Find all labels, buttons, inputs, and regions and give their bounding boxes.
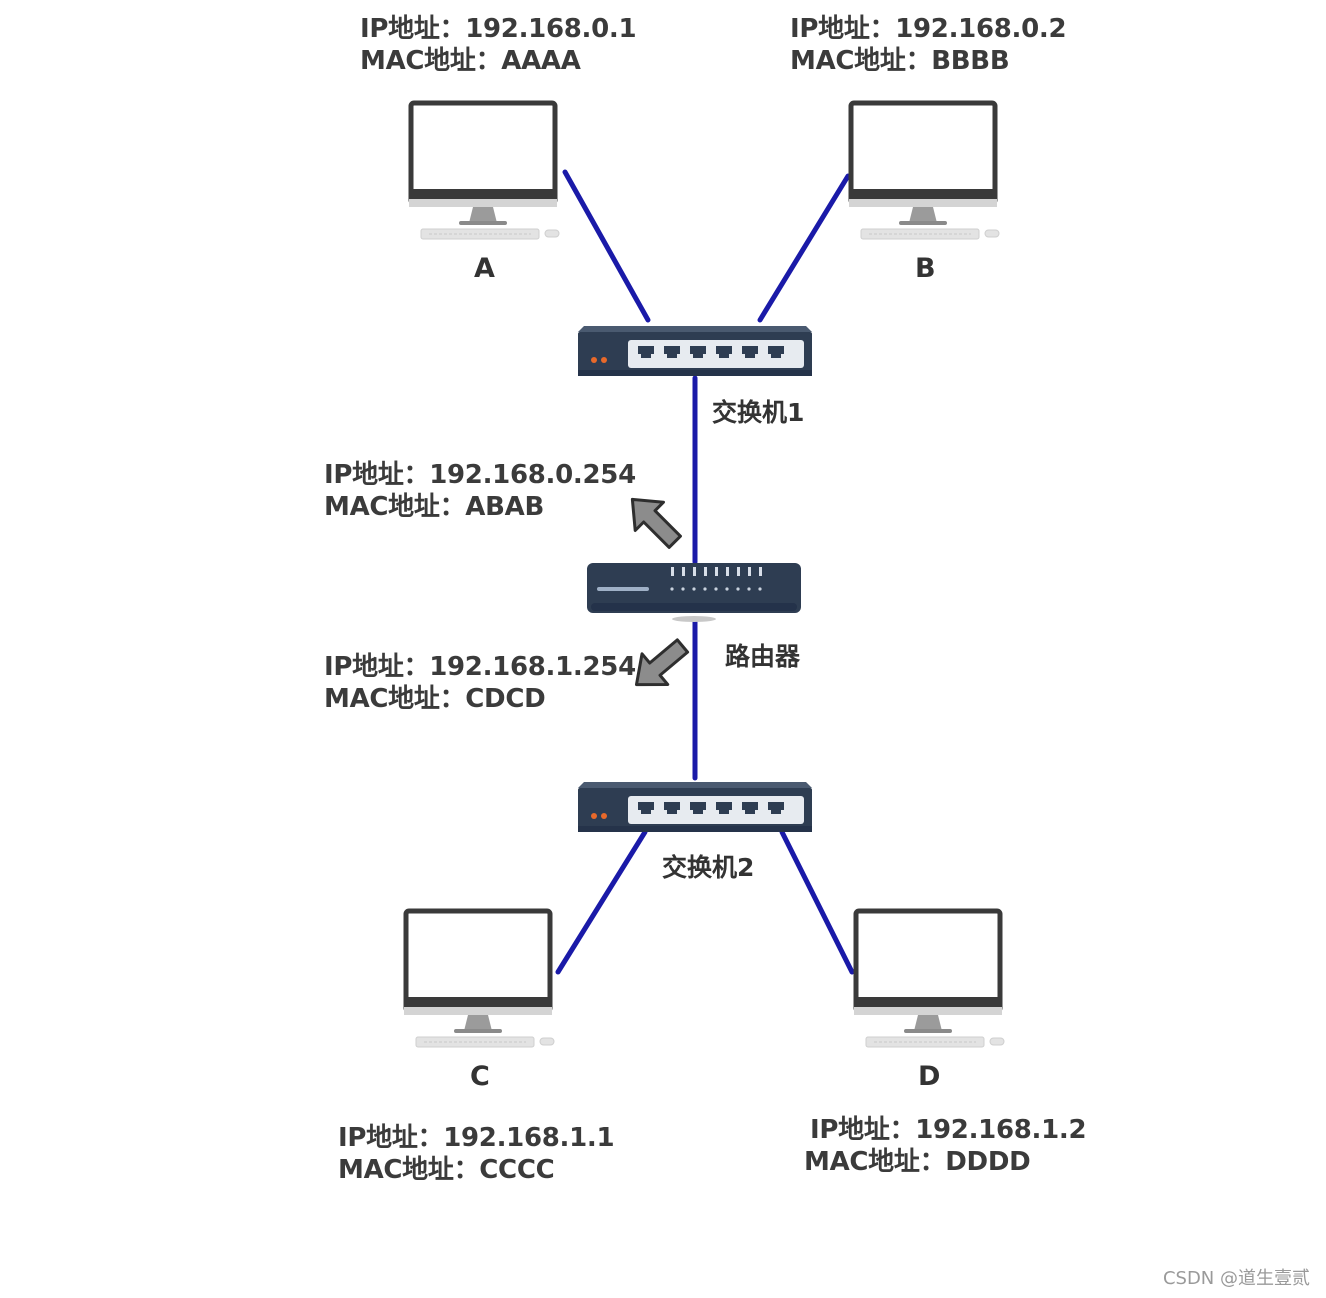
host-a-mac: MAC地址：AAAA — [360, 46, 581, 76]
host-b-ip: IP地址：192.168.0.2 — [790, 14, 1067, 44]
monitor-icon-a — [409, 103, 559, 239]
host-c-name: C — [470, 1061, 490, 1092]
monitor-icon-c — [404, 911, 554, 1047]
monitor-icon-b — [849, 103, 999, 239]
monitor-icon-d — [854, 911, 1004, 1047]
host-d-ip: IP地址：192.168.1.2 — [810, 1115, 1087, 1145]
link-switch2-c — [555, 829, 648, 975]
router-label: 路由器 — [725, 642, 801, 671]
host-b-mac: MAC地址：BBBB — [790, 46, 1010, 76]
network-links — [555, 169, 855, 975]
router-port1-mac: MAC地址：CDCD — [324, 684, 546, 714]
arrow-up-left-icon — [630, 497, 682, 549]
switch1-label: 交换机1 — [712, 398, 805, 427]
router-port0-mac: MAC地址：ABAB — [324, 492, 544, 522]
link-switch2-d — [779, 829, 855, 975]
link-a-switch1 — [562, 169, 651, 323]
host-c-ip: IP地址：192.168.1.1 — [338, 1123, 615, 1153]
router-port1-ip: IP地址：192.168.1.254 — [324, 652, 636, 682]
switch-icon-2 — [578, 782, 812, 832]
host-d-name: D — [918, 1061, 941, 1092]
router-icon — [587, 563, 801, 622]
host-c-mac: MAC地址：CCCC — [338, 1155, 555, 1185]
switch-icon-1 — [578, 326, 812, 376]
arrow-down-left-icon — [634, 638, 690, 687]
link-b-switch1 — [757, 173, 851, 323]
host-d-mac: MAC地址：DDDD — [804, 1147, 1031, 1177]
router-port0-ip: IP地址：192.168.0.254 — [324, 460, 636, 490]
switch2-label: 交换机2 — [662, 853, 755, 882]
watermark: CSDN @道生壹贰 — [1162, 1268, 1310, 1289]
host-a-name: A — [474, 253, 495, 284]
host-a-ip: IP地址：192.168.0.1 — [360, 14, 637, 44]
host-b-name: B — [915, 253, 936, 284]
